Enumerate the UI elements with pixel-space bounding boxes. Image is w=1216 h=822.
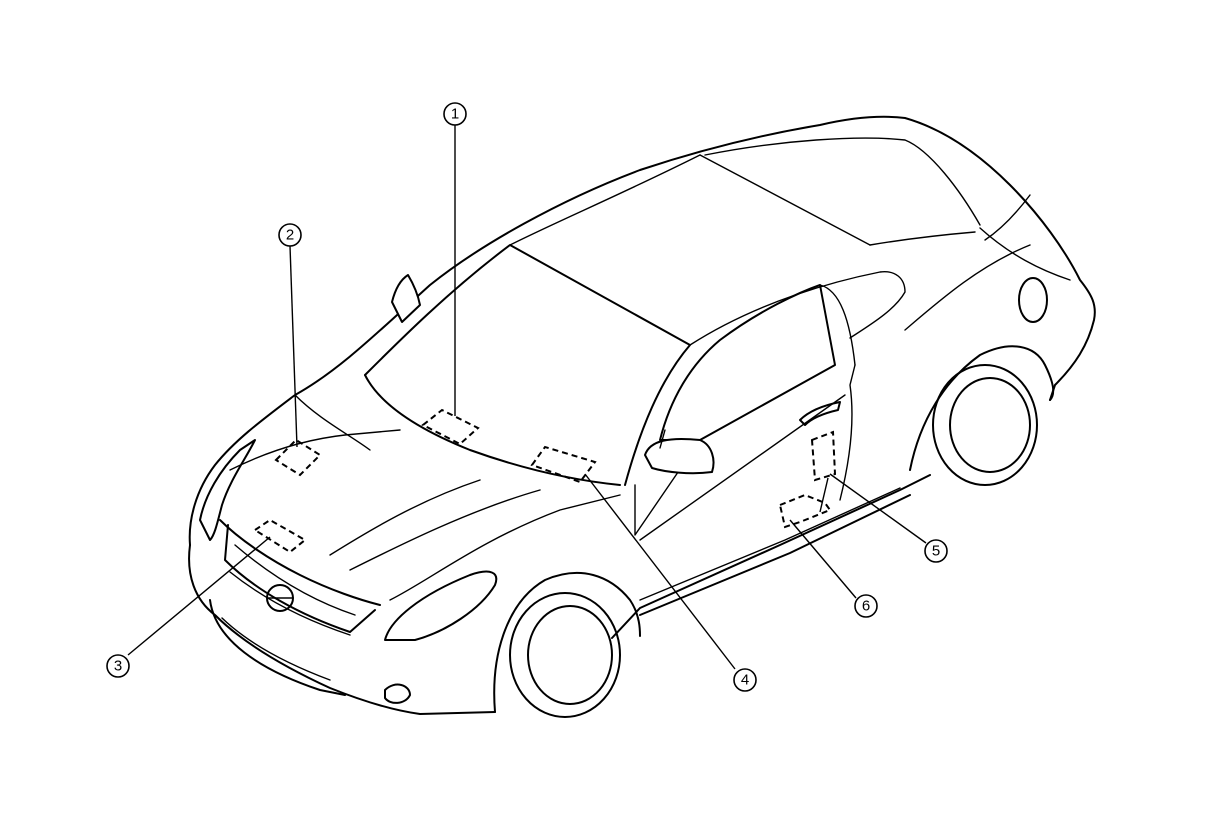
callout-4: 4 [733, 668, 757, 692]
callout-4-label: 4 [741, 672, 749, 689]
label-location-4 [530, 445, 597, 484]
leader-lines [127, 125, 927, 670]
callout-6-label: 6 [862, 598, 870, 615]
callout-3-label: 3 [114, 658, 122, 675]
car-outline [188, 115, 1096, 715]
callout-1-label: 1 [451, 106, 459, 123]
callout-3: 3 [106, 654, 130, 678]
callout-2: 2 [278, 223, 302, 247]
label-locations [253, 408, 837, 554]
front-wheel [509, 592, 621, 718]
callout-1: 1 [443, 102, 467, 126]
callout-6: 6 [854, 594, 878, 618]
rear-wheel [932, 364, 1038, 486]
label-location-5 [810, 430, 837, 482]
label-location-2 [274, 438, 322, 477]
callout-5-label: 5 [932, 543, 940, 560]
callout-2-label: 2 [286, 227, 294, 244]
label-location-6 [778, 493, 832, 529]
callout-5: 5 [924, 539, 948, 563]
label-location-3 [253, 518, 307, 554]
label-location-1 [421, 408, 480, 446]
